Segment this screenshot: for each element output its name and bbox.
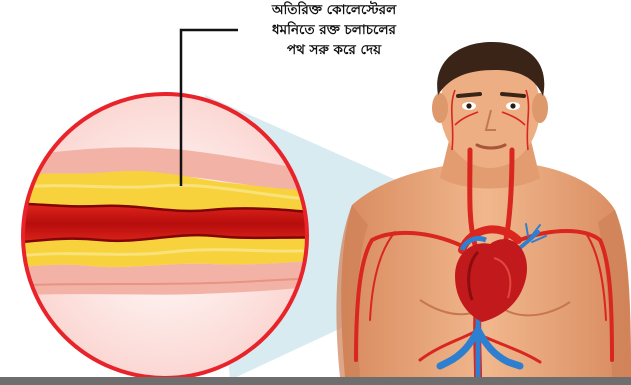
caption-line-1: অতিরিক্ত কোলেস্টেরল [234,0,434,20]
caption-line-2: ধমনিতে রক্ত চলাচলের [234,20,434,40]
caption-line-3: পথ সরু করে দেয় [234,40,434,60]
right-ear [532,93,548,123]
left-eyebrow [458,94,480,96]
left-ear [432,93,448,123]
left-pupil [466,103,471,108]
human-torso-icon [336,42,631,377]
right-eyebrow [502,94,524,96]
callout-caption: অতিরিক্ত কোলেস্টেরল ধমনিতে রক্ত চলাচলের … [234,0,434,60]
bottom-divider-bar [0,377,631,385]
right-pupil [510,103,515,108]
